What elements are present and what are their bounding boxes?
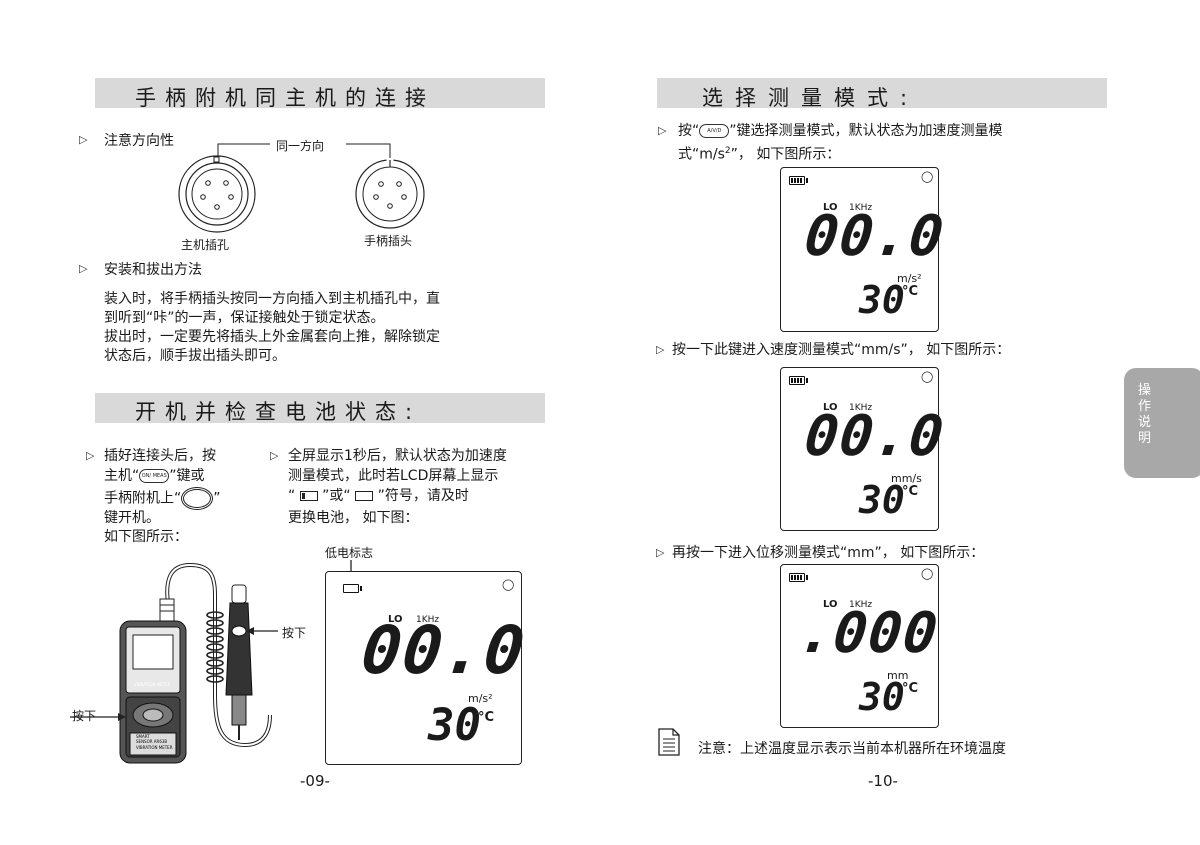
section-title-power: 开机并检查电池状态: [135,400,422,424]
device-small-label-2: SENSOR AR63B [136,739,168,744]
lcd-value: 00.0 [357,612,529,689]
select-mode-line-2: 式“m/s2”， 如下图所示： [678,146,841,163]
lcd-temp-unit: °C [902,681,919,696]
install-line-1: 装入时，将手柄插头按同一方向插入到主机插孔中，直 [104,291,440,307]
section-title-connection: 手柄附机同主机的连接 [135,86,435,110]
bullet-arrow-icon: ▷ [86,449,95,462]
device-small-label-1: SMART [136,734,150,739]
lcd-temp: 30 [428,700,481,751]
battery-full-icon [789,176,808,185]
page-number-left: -09- [300,772,330,790]
lcd-display-low-battery: ◯ LO 1KHz 00.0 m/s² 30 °C [325,571,529,765]
bullet-arrow-icon: ▷ [270,449,279,462]
select-mode-line-1: 按“A/V/D”键选择测量模式，默认状态为加速度测量模 [678,123,1003,139]
handle-power-key-icon [181,487,214,510]
velocity-mode-text: 按一下此键进入速度测量模式“mm/s”， 如下图所示： [672,342,1011,358]
power-on-line-3: 手柄附机上“” [104,487,221,510]
lcd-value: 00.0 [801,404,948,469]
press-label-handle: 按下 [282,626,307,640]
on-meas-key-icon: ON/ MEAS [139,469,170,483]
power-on-line-1: 插好连接头后，按 [104,448,216,464]
host-socket-label: 主机插孔 [181,238,230,252]
power-on-line-5: 如下图所示： [104,529,188,545]
bullet-arrow-icon: ▷ [79,262,88,275]
lcd-unit: mm [887,669,909,682]
lcd-display-displacement: ◯ LO 1KHz .000 mm 30 °C [780,564,942,728]
bullet-arrow-icon: ▷ [79,133,88,146]
bulb-icon: ◯ [921,370,934,383]
avd-key-icon: A/V/D [699,124,730,138]
lcd-temp: 30 [859,675,905,719]
lcd-lo: LO [823,599,838,610]
section-bar-connection [95,78,545,108]
full-display-line-2: 测量模式，此时若LCD屏幕上显示 [288,468,499,484]
handle-plug-icon [355,159,425,229]
displacement-mode-text: 再按一下进入位移测量模式“mm”， 如下图所示： [672,545,985,561]
note-text: 注意：上述温度显示表示当前本机器所在环境温度 [698,741,1006,757]
lcd-khz: 1KHz [849,600,873,610]
note-document-icon [658,728,680,756]
install-bullet: 安装和拔出方法 [104,262,202,278]
side-tab-label: 操作说明 [1138,383,1152,446]
lcd-lo: LO [823,202,838,213]
lcd-temp-unit: °C [902,284,919,299]
section-title-mode: 选择测量模式: [702,86,920,110]
battery-low-icon [299,491,318,501]
power-on-line-4: 键开机。 [104,510,160,526]
battery-low-icon [343,584,362,593]
page-number-right: -10- [868,772,898,790]
full-display-line-3: “ ”或“ ”符号，请及时 [288,488,469,504]
orientation-bullet: 注意方向性 [104,133,174,149]
bullet-arrow-icon: ▷ [656,546,665,559]
battery-empty-icon [355,491,374,501]
lcd-temp: 30 [859,478,905,522]
lcd-display-acceleration: ◯ LO 1KHz 00.0 m/s² 30 °C [780,167,947,332]
lcd-lo: LO [388,614,403,625]
lcd-khz: 1KHz [849,203,873,213]
battery-full-icon [789,376,808,385]
lcd-display-velocity: ◯ LO 1KHz 00.0 mm/s 30 °C [780,367,947,531]
side-tab[interactable] [1124,368,1200,478]
bulb-icon: ◯ [921,170,934,183]
section-bar-mode [657,78,1107,108]
bullet-arrow-icon: ▷ [658,124,667,137]
connector-diagram [178,143,425,233]
lcd-temp: 30 [859,278,905,322]
lcd-temp-unit: °C [478,710,495,725]
bullet-arrow-icon: ▷ [656,343,665,356]
lcd-unit: m/s² [897,272,922,285]
device-small-label-3: VIBRATION METER [136,745,173,750]
device-brand-label: VIBRATION METER [134,682,171,687]
lcd-khz: 1KHz [849,403,873,413]
lcd-value: .000 [795,601,942,666]
vibration-meter-device-illustration [70,562,278,764]
power-on-line-2: 主机“ON/ MEAS”键或 [104,468,205,484]
lcd-temp-unit: °C [902,484,919,499]
handle-plug-label: 手柄插头 [364,234,413,248]
install-line-2: 到听到“咔”的一声，保证接触处于锁定状态。 [104,310,385,326]
bulb-icon: ◯ [921,567,934,580]
install-line-4: 状态后，顺手拔出插头即可。 [104,348,286,364]
press-label-host: 按下 [72,709,97,723]
bulb-icon: ◯ [502,578,515,591]
low-battery-label: 低电标志 [325,546,374,560]
full-display-line-4: 更换电池， 如下图： [288,510,419,526]
same-direction-label: 同一方向 [276,139,325,153]
section-bar-power [95,393,545,423]
lcd-unit: mm/s [891,472,922,485]
lcd-unit: m/s² [468,692,493,705]
full-display-line-1: 全屏显示1秒后，默认状态为加速度 [288,448,507,464]
install-line-3: 拔出时，一定要先将插头上外金属套向上推，解除锁定 [104,329,440,345]
lcd-value: 00.0 [801,204,948,269]
lcd-khz: 1KHz [416,615,440,625]
lcd-lo: LO [823,402,838,413]
host-socket-icon [178,155,256,233]
battery-full-icon [789,573,808,582]
